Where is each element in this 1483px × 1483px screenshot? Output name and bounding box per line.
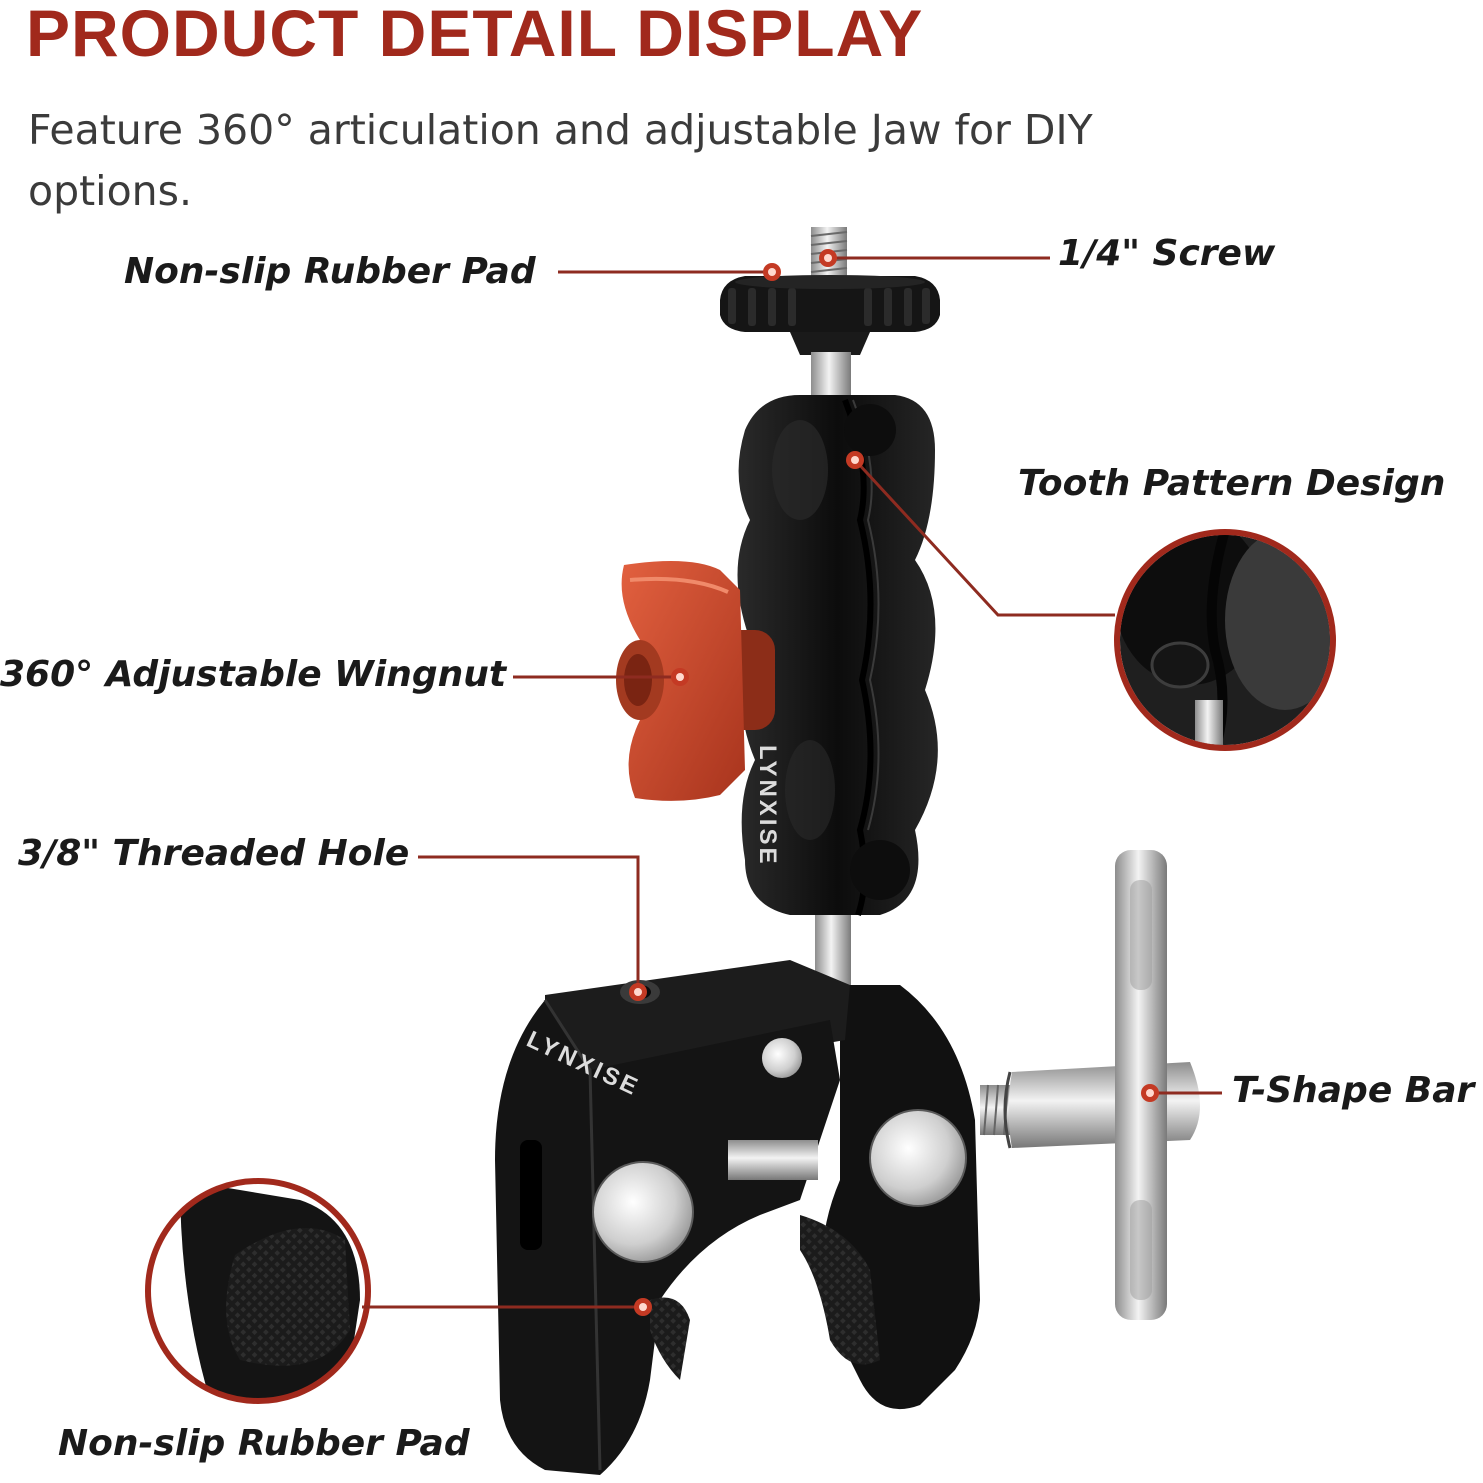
brand-mark-arm: LYNXISE [754,745,781,867]
rubber-pad-knob [720,275,940,355]
rubber-pad-zoom [145,1178,371,1404]
leader-lines [362,256,1222,1309]
super-clamp [495,960,980,1475]
callout-tooth-pattern: Tooth Pattern Design [1018,463,1446,504]
ball-arm-body [737,395,938,916]
callout-t-shape-bar: T-Shape Bar [1232,1070,1475,1111]
marker-dots [629,249,1159,1316]
callout-threaded-hole: 3/8" Threaded Hole [18,833,410,874]
callout-rubber-pad-bottom: Non-slip Rubber Pad [58,1423,470,1464]
callout-screw: 1/4" Screw [1058,233,1276,274]
tooth-pattern-zoom [1114,529,1336,751]
callout-wingnut: 360° Adjustable Wingnut [0,654,507,695]
t-shape-bar [980,850,1200,1320]
callout-rubber-pad-top: Non-slip Rubber Pad [124,251,536,292]
page-subtitle: Feature 360° articulation and adjustable… [28,106,1093,215]
page-title: PRODUCT DETAIL DISPLAY [26,0,924,70]
